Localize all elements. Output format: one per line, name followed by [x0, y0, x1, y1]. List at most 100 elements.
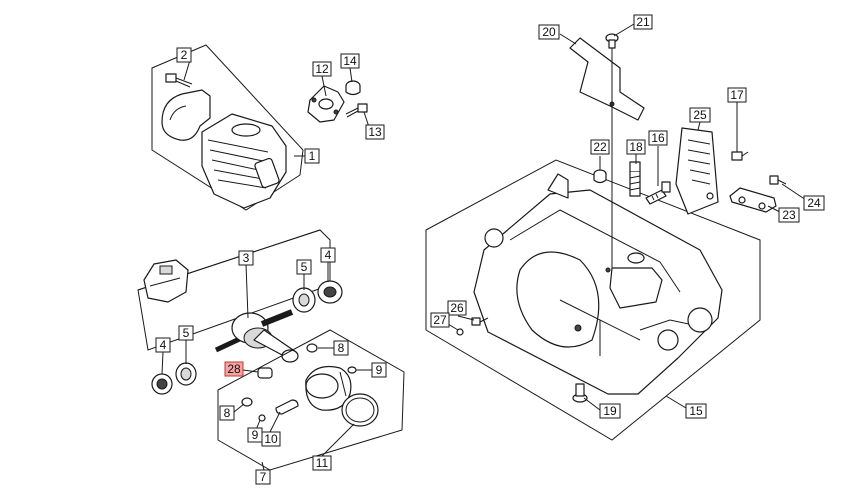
callout-7-text: 7: [260, 470, 267, 484]
piston-frame: [217, 329, 405, 471]
callout-13[interactable]: 13: [365, 124, 385, 140]
callout-8-upper-text: 8: [338, 341, 345, 355]
circlip-part: [306, 343, 318, 353]
crankcase-frame: [425, 159, 761, 441]
callout-27-text: 27: [433, 313, 447, 327]
callout-18-text: 18: [629, 140, 643, 154]
callout-26[interactable]: 26: [447, 300, 467, 316]
callout-4-left-text: 4: [160, 338, 167, 352]
callout-10-text: 10: [264, 432, 278, 446]
leader-lines: [161, 23, 807, 471]
callout-25[interactable]: 25: [689, 107, 711, 123]
callout-4-right-text: 4: [325, 248, 332, 262]
bolt-17-part: [731, 151, 749, 161]
callout-21-text: 21: [636, 15, 650, 29]
stud-part: [645, 181, 671, 205]
crankcase-part: [473, 173, 723, 395]
callout-22-text: 22: [593, 140, 607, 154]
grommet-part: [593, 169, 607, 184]
callout-4-left[interactable]: 4: [155, 337, 171, 353]
callout-10[interactable]: 10: [261, 431, 281, 447]
callout-2-text: 2: [181, 48, 188, 62]
callout-9-lower-text: 9: [252, 428, 259, 442]
callout-24[interactable]: 24: [803, 195, 825, 211]
callout-19-text: 19: [603, 404, 617, 418]
plate-part: [675, 127, 719, 215]
piston-part: [305, 365, 352, 411]
callout-14-text: 14: [343, 54, 357, 68]
callout-4-right[interactable]: 4: [320, 247, 336, 263]
callout-1-text: 1: [309, 149, 316, 163]
spring-bolt-part: [627, 161, 645, 264]
small-screw-part: [456, 317, 489, 336]
callout-26-text: 26: [450, 301, 464, 315]
upper-bracket-group: [569, 33, 787, 270]
screw-24-part: [769, 175, 787, 185]
callout-17-text: 17: [730, 88, 744, 102]
callout-3[interactable]: 3: [238, 250, 254, 266]
screw-part: [345, 103, 368, 118]
callout-12[interactable]: 12: [312, 61, 332, 77]
callout-14[interactable]: 14: [340, 53, 360, 69]
callout-20[interactable]: 20: [538, 24, 560, 40]
crankshaft-part: [214, 309, 299, 363]
crankshaft-group: [137, 229, 343, 395]
callout-15[interactable]: 15: [685, 403, 707, 419]
callout-9-right-text: 9: [376, 363, 383, 377]
bolt-part: [165, 73, 193, 88]
callout-8-upper[interactable]: 8: [333, 340, 349, 356]
callout-8-lower[interactable]: 8: [219, 405, 235, 421]
callout-25-text: 25: [693, 108, 707, 122]
drain-screw-part: [572, 383, 588, 403]
callout-11-text: 11: [316, 456, 329, 470]
needle-bearing-part: [257, 367, 273, 379]
callout-24-text: 24: [807, 196, 821, 210]
callout-20-text: 20: [542, 25, 556, 39]
callout-8-lower-text: 8: [224, 406, 231, 420]
callout-3-text: 3: [243, 251, 250, 265]
bracket-part: [569, 37, 645, 121]
callout-9-right[interactable]: 9: [371, 362, 387, 378]
callout-19[interactable]: 19: [599, 403, 621, 419]
callout-18[interactable]: 18: [626, 139, 646, 155]
callout-5-left[interactable]: 5: [178, 325, 194, 341]
callout-17[interactable]: 17: [727, 87, 747, 103]
intake-flange-part: [307, 85, 345, 123]
callout-15-text: 15: [689, 404, 703, 418]
piston-ring-part: [341, 393, 379, 427]
bearing-housing-part: [143, 259, 189, 303]
cylinder-group: [151, 44, 368, 211]
callout-labels: 2 12 14 13 1 3 5 4 4 5 28 8 9 8 9 10 11 …: [155, 14, 825, 485]
callout-9-lower[interactable]: 9: [247, 427, 263, 443]
rivet-part: [605, 33, 619, 49]
callout-5-left-text: 5: [183, 326, 190, 340]
callout-23[interactable]: 23: [778, 207, 800, 223]
callout-16[interactable]: 16: [648, 130, 668, 146]
callout-13-text: 13: [368, 125, 382, 139]
callout-5-right-text: 5: [301, 260, 308, 274]
bracket-small-part: [729, 187, 777, 213]
callout-2[interactable]: 2: [176, 47, 192, 63]
callout-5-right[interactable]: 5: [296, 259, 312, 275]
callout-23-text: 23: [782, 208, 796, 222]
bearing-right-part: [292, 280, 343, 313]
crankcase-group: [425, 159, 761, 441]
callout-1[interactable]: 1: [304, 148, 320, 164]
cap-part: [345, 80, 361, 96]
callout-28-highlighted[interactable]: 28: [224, 361, 244, 377]
callout-12-text: 12: [315, 62, 329, 76]
callout-22[interactable]: 22: [590, 139, 610, 155]
bearing-left-part: [151, 362, 197, 395]
callout-16-text: 16: [651, 131, 665, 145]
piston-group: [217, 329, 405, 471]
callout-11[interactable]: 11: [312, 455, 332, 471]
piston-pin-part: [275, 399, 299, 415]
cylinder-part: [161, 89, 287, 209]
callout-28-text: 28: [227, 362, 241, 376]
cylinder-frame: [151, 44, 304, 211]
callout-21[interactable]: 21: [633, 14, 653, 30]
callout-27[interactable]: 27: [430, 312, 450, 328]
callout-7[interactable]: 7: [255, 469, 271, 485]
